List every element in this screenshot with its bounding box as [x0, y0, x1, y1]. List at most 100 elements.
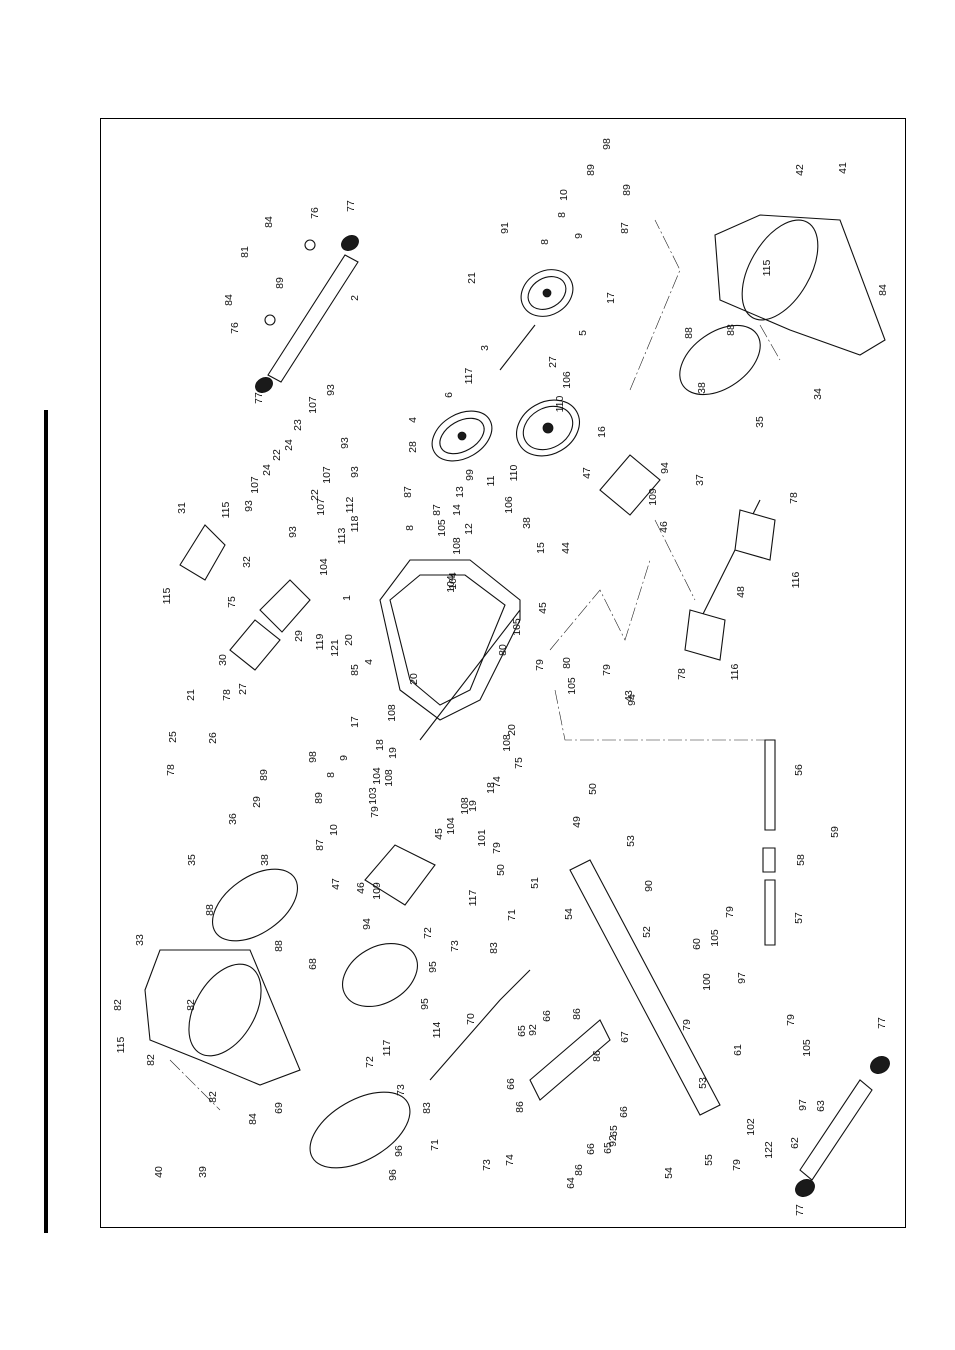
- callout-18: 18: [485, 782, 497, 794]
- callout-104: 104: [445, 817, 457, 835]
- callout-89: 89: [274, 277, 286, 289]
- callout-108: 108: [386, 704, 398, 722]
- callout-94: 94: [361, 918, 373, 930]
- callout-94: 94: [659, 462, 671, 474]
- callout-29: 29: [251, 796, 263, 808]
- callout-59: 59: [829, 826, 841, 838]
- callout-53: 53: [625, 835, 637, 847]
- callout-118: 118: [349, 515, 361, 532]
- callout-47: 47: [581, 467, 593, 479]
- callout-65: 65: [602, 1142, 614, 1154]
- callout-98: 98: [601, 138, 613, 150]
- callout-63: 63: [815, 1100, 827, 1112]
- callout-105: 105: [709, 929, 721, 947]
- callout-77: 77: [876, 1017, 888, 1029]
- callout-58: 58: [795, 854, 807, 866]
- callout-8: 8: [556, 212, 568, 218]
- callout-107: 107: [315, 498, 327, 516]
- callout-65: 65: [516, 1025, 528, 1037]
- callout-33: 33: [134, 934, 146, 946]
- diagram-frame: [100, 118, 906, 1228]
- callout-117: 117: [381, 1039, 393, 1056]
- callout-9: 9: [573, 233, 585, 239]
- callout-15: 15: [535, 542, 547, 554]
- callout-61: 61: [732, 1044, 744, 1056]
- callout-49: 49: [571, 816, 583, 828]
- callout-98: 98: [307, 751, 319, 763]
- callout-108: 108: [451, 537, 463, 555]
- callout-38: 38: [259, 854, 271, 866]
- callout-1: 1: [341, 595, 353, 601]
- callout-103: 103: [367, 787, 379, 805]
- callout-53: 53: [697, 1077, 709, 1089]
- page-margin-rule: [44, 410, 48, 1233]
- callout-79: 79: [681, 1019, 693, 1031]
- callout-91: 91: [499, 222, 511, 234]
- callout-37: 37: [694, 474, 706, 486]
- callout-83: 83: [488, 942, 500, 954]
- pulley-wheel: [520, 269, 574, 317]
- upright-post: [764, 739, 776, 831]
- callout-8: 8: [404, 525, 416, 531]
- callout-78: 78: [221, 689, 233, 701]
- crank-wheel: [431, 410, 493, 462]
- left-shroud: [144, 949, 301, 1086]
- callout-39: 39: [197, 1166, 209, 1178]
- callout-117: 117: [463, 367, 475, 384]
- callout-104: 104: [447, 572, 459, 590]
- callout-94: 94: [626, 694, 638, 706]
- callout-75: 75: [513, 757, 525, 769]
- right-disc-cover: [679, 324, 761, 396]
- callout-109: 109: [371, 882, 383, 900]
- callout-22: 22: [309, 489, 321, 501]
- callout-74: 74: [504, 1154, 516, 1166]
- seat-back: [309, 1091, 411, 1169]
- callout-79: 79: [731, 1159, 743, 1171]
- callout-45: 45: [537, 602, 549, 614]
- callout-54: 54: [663, 1167, 675, 1179]
- callout-67: 67: [619, 1031, 631, 1043]
- callout-97: 97: [736, 972, 748, 984]
- callout-78: 78: [788, 492, 800, 504]
- callout-92: 92: [527, 1024, 539, 1036]
- callout-116: 116: [729, 663, 741, 680]
- callout-87: 87: [619, 222, 631, 234]
- callout-96: 96: [387, 1169, 399, 1181]
- callout-79: 79: [534, 659, 546, 671]
- callout-116: 116: [790, 571, 802, 588]
- callout-117: 117: [467, 889, 479, 906]
- callout-18: 18: [374, 739, 386, 751]
- callout-89: 89: [258, 769, 270, 781]
- crank-axle: [499, 324, 536, 371]
- callout-43: 43: [623, 690, 635, 702]
- callout-62: 62: [789, 1137, 801, 1149]
- callout-72: 72: [364, 1056, 376, 1068]
- callout-88: 88: [273, 940, 285, 952]
- callout-17: 17: [349, 716, 361, 728]
- callout-88: 88: [204, 904, 216, 916]
- callout-71: 71: [429, 1139, 441, 1151]
- callout-13: 13: [454, 486, 466, 498]
- callout-48: 48: [735, 586, 747, 598]
- callout-9: 9: [338, 755, 350, 761]
- main-frame: [379, 559, 521, 741]
- callout-105: 105: [511, 618, 523, 636]
- rear-stabilizer: [799, 1079, 873, 1181]
- callout-79: 79: [724, 906, 736, 918]
- callout-86: 86: [591, 1050, 603, 1062]
- console-bracket: [179, 524, 226, 581]
- callout-6: 6: [443, 392, 455, 398]
- left-disc-cover: [211, 868, 299, 942]
- callout-115: 115: [161, 587, 173, 604]
- callout-84: 84: [877, 284, 889, 296]
- callout-104: 104: [318, 558, 330, 576]
- callout-69: 69: [273, 1102, 285, 1114]
- callout-104: 104: [371, 767, 383, 785]
- callout-81: 81: [239, 246, 251, 258]
- callout-93: 93: [287, 526, 299, 538]
- callout-93: 93: [243, 500, 255, 512]
- callout-3: 3: [479, 345, 491, 351]
- callout-28: 28: [407, 441, 419, 453]
- callout-47: 47: [330, 878, 342, 890]
- callout-92: 92: [607, 1135, 619, 1147]
